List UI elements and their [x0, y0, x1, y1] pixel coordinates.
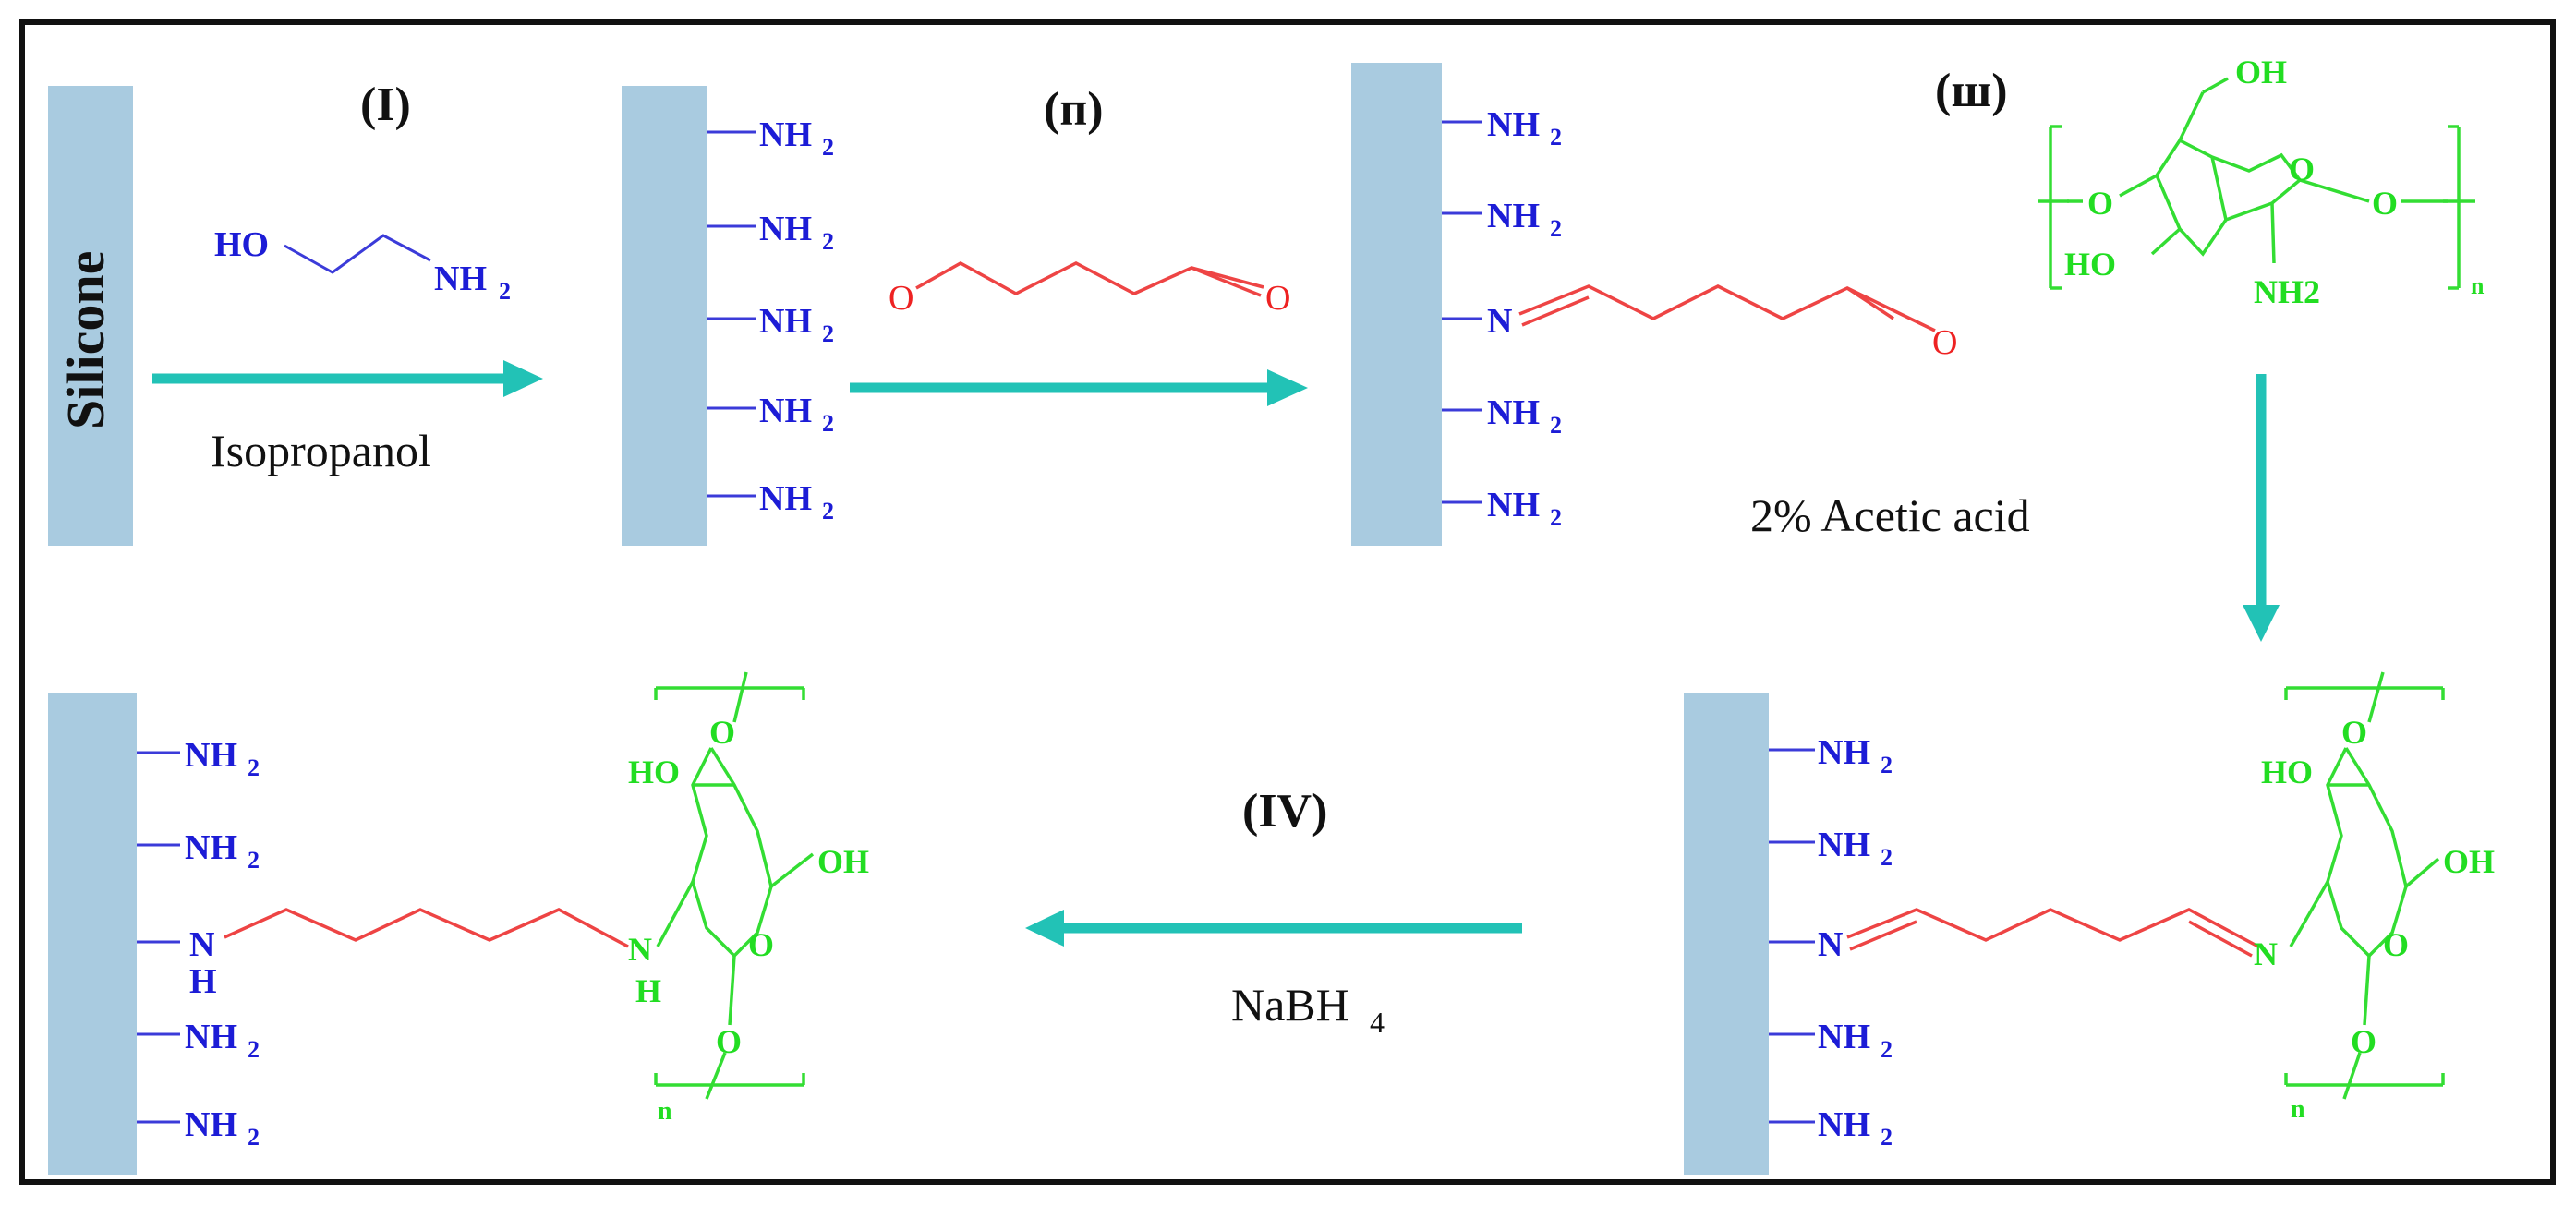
- chitosan-unit-4: HO O OH O N O n: [2254, 671, 2495, 1124]
- amine-groups-2: [707, 115, 834, 525]
- silicone-substrate-5: [48, 693, 137, 1175]
- amine-groups-3: N: [1442, 105, 1562, 531]
- arrow-step-1: [152, 360, 543, 397]
- svg-text:NH: NH: [434, 259, 487, 298]
- svg-text:n: n: [2291, 1095, 2305, 1124]
- svg-text:H: H: [635, 972, 661, 1009]
- step-3-label: (ш): [1935, 65, 2008, 117]
- silicone-label: Silicone: [55, 251, 115, 429]
- svg-text:O: O: [889, 279, 913, 318]
- svg-text:O: O: [2351, 1023, 2376, 1060]
- svg-text:n: n: [2471, 272, 2485, 299]
- svg-text:O: O: [2341, 714, 2367, 751]
- svg-text:NH2: NH2: [2254, 273, 2320, 310]
- arrow-step-3: [2243, 374, 2280, 642]
- svg-text:HO: HO: [214, 225, 269, 264]
- svg-text:OH: OH: [2235, 54, 2287, 90]
- svg-text:O: O: [2383, 926, 2409, 963]
- svg-text:O: O: [2087, 185, 2113, 222]
- svg-text:N: N: [1818, 925, 1843, 964]
- silicone-substrate-2: [622, 86, 707, 546]
- reagent-isopropanol: Isopropanol: [211, 425, 431, 476]
- chitosan-monomer: O OH O O HO NH2 n: [2038, 54, 2485, 310]
- svg-text:O: O: [748, 926, 774, 963]
- svg-text:N: N: [2254, 935, 2278, 972]
- svg-text:n: n: [658, 1097, 672, 1126]
- step-2-label: (п): [1044, 83, 1104, 136]
- svg-text:OH: OH: [2443, 843, 2495, 880]
- imine-aldehyde-chain: O: [1518, 284, 1957, 362]
- reagent-nabh4-subscript: 4: [1370, 1006, 1385, 1039]
- reagent-acetic-acid: 2% Acetic acid: [1750, 489, 2030, 541]
- svg-text:HO: HO: [2261, 754, 2313, 790]
- svg-text:O: O: [2289, 151, 2315, 187]
- arrow-step-4: [1025, 910, 1522, 947]
- svg-text:O: O: [1265, 279, 1290, 318]
- svg-text:2: 2: [499, 278, 511, 305]
- svg-text:HO: HO: [628, 754, 680, 790]
- svg-text:O: O: [716, 1023, 742, 1060]
- svg-text:O: O: [2372, 185, 2398, 222]
- svg-text:HO: HO: [2064, 246, 2116, 283]
- amine-groups-4: N: [1769, 733, 1893, 1151]
- silicone-substrate-4: [1684, 693, 1769, 1175]
- step-4-label: (IV): [1242, 785, 1327, 838]
- diamine-chain: [224, 908, 629, 948]
- chitosan-unit-5: HO O OH O N H O n: [628, 671, 869, 1126]
- svg-text:H: H: [189, 962, 217, 1001]
- svg-text:O: O: [1932, 323, 1957, 362]
- reagent-nabh4: NaBH: [1231, 979, 1349, 1031]
- step-1-label: (I): [360, 78, 411, 131]
- svg-text:N: N: [628, 931, 652, 968]
- ethanolamine-structure: HO NH 2: [214, 225, 511, 305]
- svg-text:OH: OH: [817, 843, 869, 880]
- arrow-step-2: [850, 369, 1308, 406]
- svg-text:N: N: [189, 925, 214, 964]
- svg-text:O: O: [709, 714, 735, 751]
- figure-border: [19, 19, 2556, 1185]
- svg-text:N: N: [1487, 302, 1512, 341]
- diimine-chain: [1846, 908, 2259, 958]
- silicone-substrate-3: [1351, 63, 1442, 546]
- amine-groups-5: N H: [137, 736, 260, 1151]
- glutaraldehyde-structure: O O: [889, 260, 1290, 318]
- silicone-substrate-1: [48, 86, 133, 546]
